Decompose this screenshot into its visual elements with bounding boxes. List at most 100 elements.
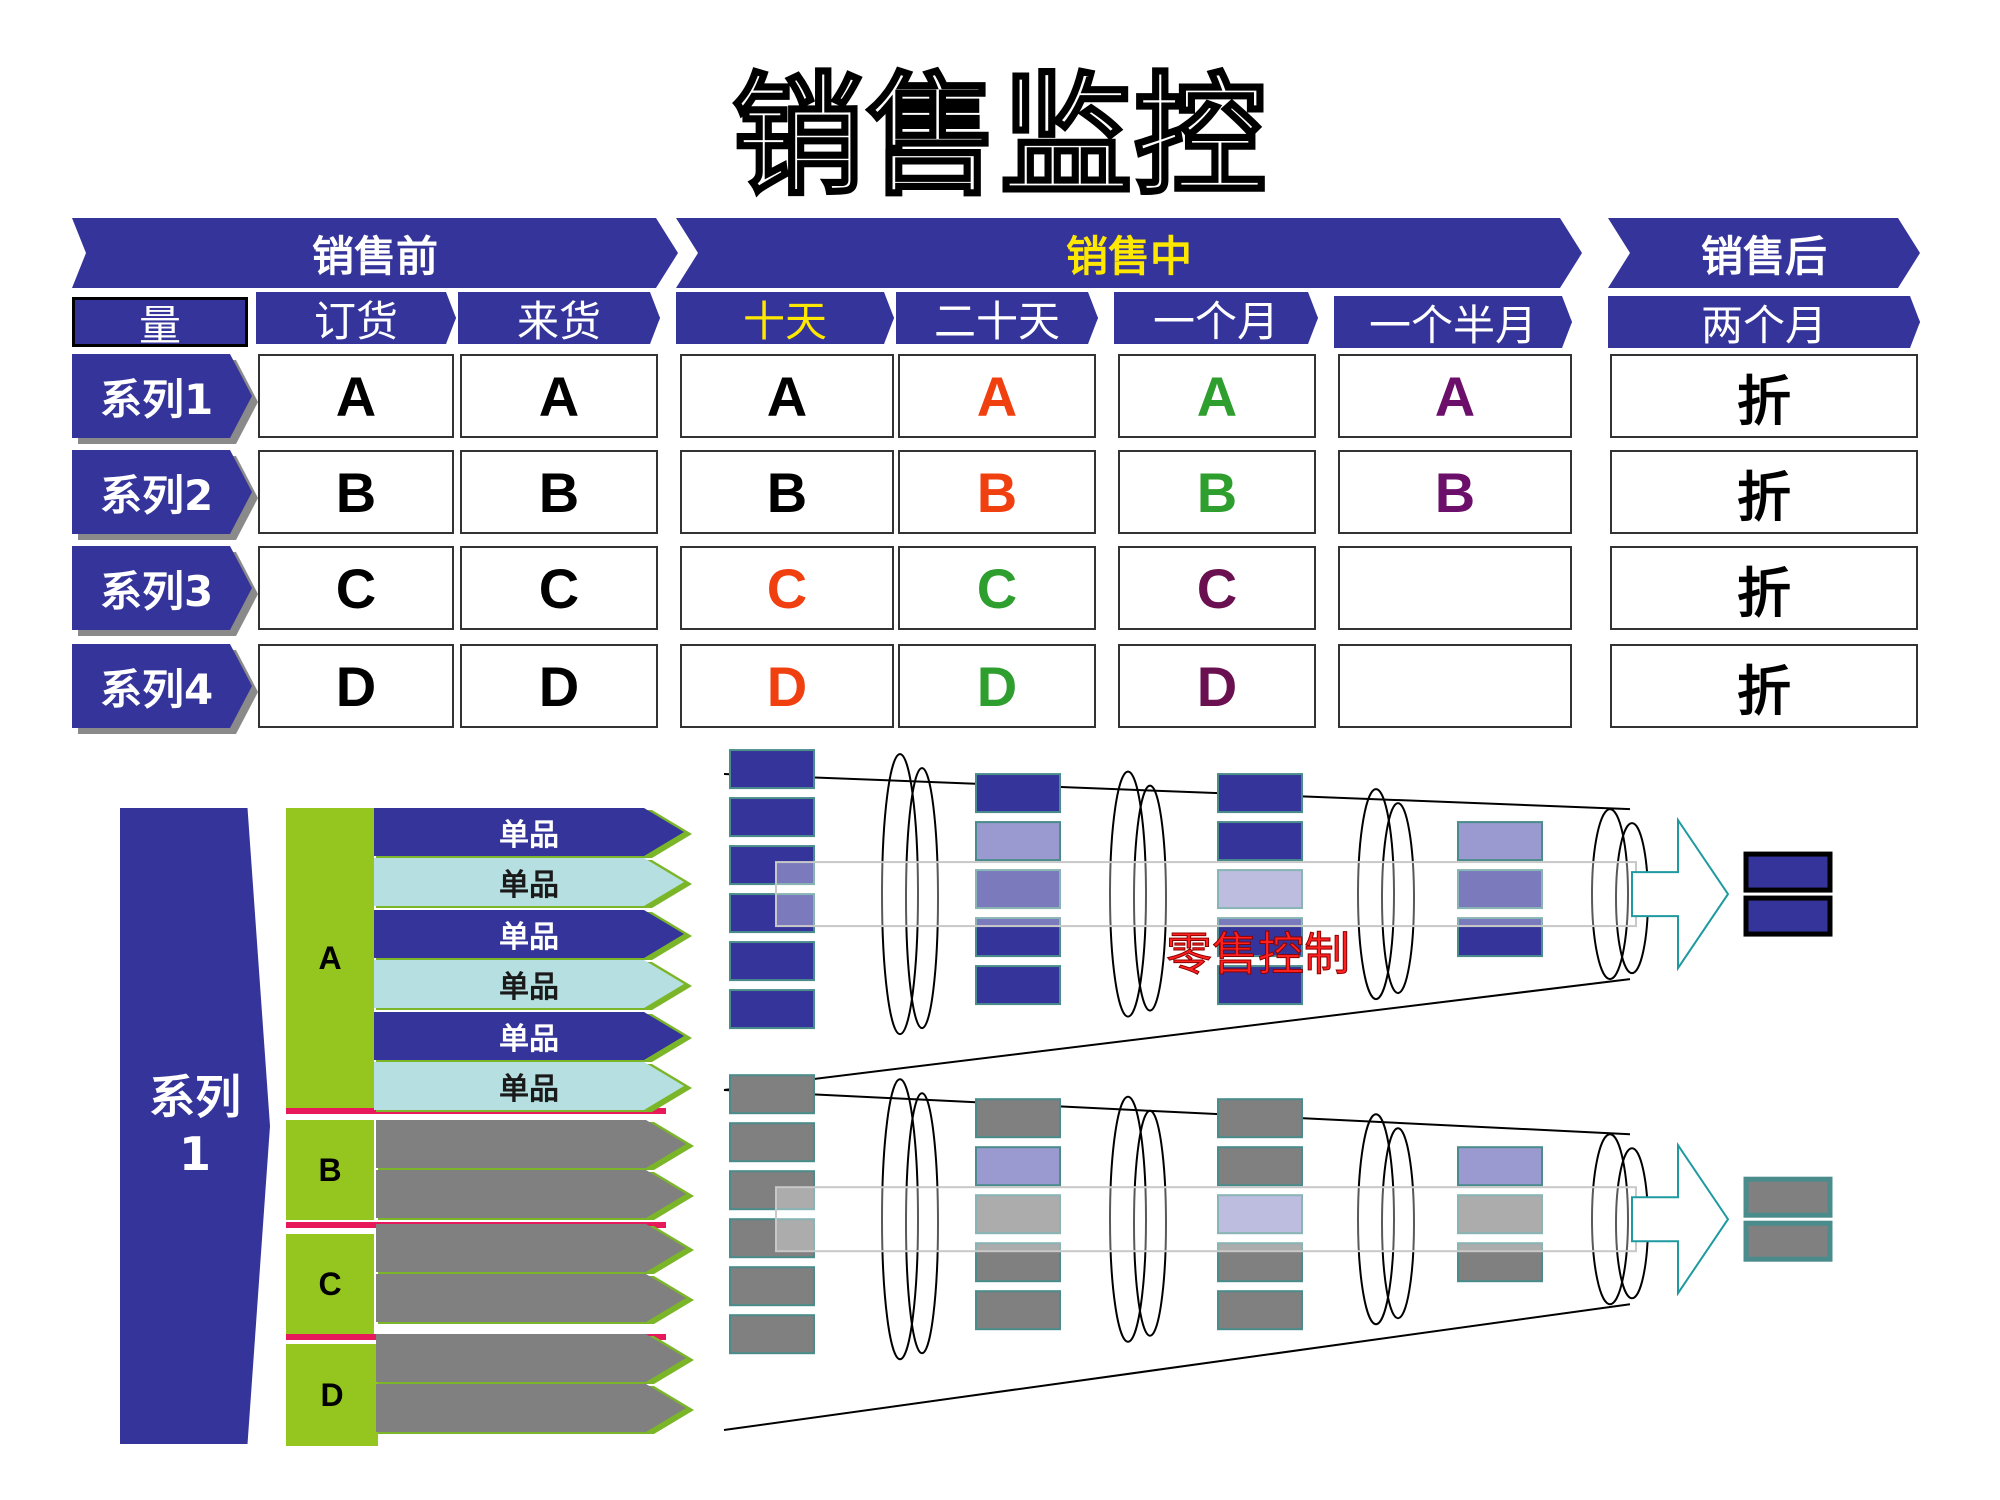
grid-cell-value: C (976, 556, 1018, 620)
flow-pipe (775, 1186, 1637, 1253)
grid-cell-value: A (766, 364, 808, 428)
grid-cell: C (680, 546, 894, 630)
header-one-half-month: 一个半月 (1334, 296, 1572, 348)
flow-pipe (775, 861, 1637, 928)
phase-post-sale: 销售后 (1608, 218, 1920, 288)
series-block: 系列 1 (120, 808, 270, 1444)
flow-arrow-icon (1631, 1141, 1730, 1297)
grid-cell-value: A (335, 364, 377, 428)
stock-box (975, 1194, 1061, 1235)
header-two-months: 两个月 (1608, 296, 1920, 348)
stock-box (729, 749, 815, 790)
item-bar-inactive (376, 1274, 686, 1322)
stock-box (729, 1266, 815, 1307)
grid-cell (1338, 546, 1572, 630)
result-box (1743, 1176, 1833, 1218)
grid-cell: C (1118, 546, 1316, 630)
grid-cell-value: 折 (1737, 658, 1791, 723)
funnel-ring (1381, 1127, 1415, 1320)
stock-box (1457, 869, 1543, 910)
grid-cell-value: D (335, 654, 377, 718)
grid-cell: B (1338, 450, 1572, 534)
grid-cell-value: B (1434, 460, 1476, 524)
grid-cell-value: D (538, 654, 580, 718)
funnel-ring (881, 1078, 919, 1361)
stock-box (975, 917, 1061, 958)
header-one-month: 一个月 (1114, 292, 1318, 344)
funnel-edge (723, 1303, 1631, 1431)
stock-box (975, 1242, 1061, 1283)
header-quantity: 量 (72, 297, 248, 350)
stock-box (975, 1290, 1061, 1331)
grid-cell: 折 (1610, 450, 1918, 534)
grid-cell-value: A (538, 364, 580, 428)
stock-box (1217, 917, 1303, 958)
grid-cell-value: B (335, 460, 377, 524)
grid-cell: 折 (1610, 354, 1918, 438)
grid-cell-value: B (976, 460, 1018, 524)
item-bar: 单品 (374, 1062, 684, 1110)
row-label-series-1: 系列1 (72, 354, 252, 438)
stock-box (1217, 869, 1303, 910)
result-box (1743, 851, 1833, 893)
funnel-ring (1591, 808, 1629, 981)
funnel-ring (1357, 1113, 1395, 1326)
item-bar: 单品 (374, 858, 684, 906)
grid-cell-value: A (976, 364, 1018, 428)
funnel-ring (1357, 788, 1395, 1001)
item-bar-inactive (376, 1120, 686, 1168)
stock-box (1457, 1194, 1543, 1235)
stock-box (1217, 1194, 1303, 1235)
funnel-ring (1381, 802, 1415, 995)
grid-cell-value: D (976, 654, 1018, 718)
stock-box (1457, 917, 1543, 958)
funnel-ring (905, 1092, 939, 1355)
grid-cell: D (898, 644, 1096, 728)
grid-cell-value: A (1434, 364, 1476, 428)
grid-cell-value: C (335, 556, 377, 620)
grid-cell-value: D (766, 654, 808, 718)
stock-box (729, 1170, 815, 1211)
stock-box (975, 965, 1061, 1006)
flow-arrow-icon (1631, 816, 1730, 972)
grid-cell: B (1118, 450, 1316, 534)
item-bar-inactive (376, 1170, 686, 1218)
item-bar: 单品 (374, 960, 684, 1008)
funnel-ring (1133, 1109, 1167, 1337)
grid-cell: A (1338, 354, 1572, 438)
grid-cell-value: 折 (1737, 464, 1791, 529)
header-ten-days: 十天 (676, 292, 894, 344)
funnel-edge (723, 773, 1631, 811)
stock-box (975, 1146, 1061, 1187)
funnel-label: 零售控制 (1166, 927, 1350, 981)
stock-box (1457, 1242, 1543, 1283)
stock-box (1217, 821, 1303, 862)
stock-box (729, 797, 815, 838)
grid-cell-value: C (1196, 556, 1238, 620)
grid-cell: B (898, 450, 1096, 534)
grid-cell: A (1118, 354, 1316, 438)
funnel-edge (723, 1089, 1631, 1136)
group-c: C (286, 1234, 374, 1334)
stock-box (729, 1122, 815, 1163)
funnel-ring (1133, 784, 1167, 1012)
grid-cell: B (460, 450, 658, 534)
result-box (1743, 895, 1833, 937)
grid-cell: D (460, 644, 658, 728)
grid-cell: C (258, 546, 454, 630)
item-bar: 单品 (374, 1012, 684, 1060)
header-arrival: 来货 (458, 292, 660, 344)
funnel-ring (905, 767, 939, 1030)
stock-box (1217, 1290, 1303, 1331)
grid-cell: B (258, 450, 454, 534)
item-bar-inactive (376, 1384, 686, 1432)
funnel-ring (1109, 770, 1147, 1018)
stock-box (1457, 821, 1543, 862)
stock-box (975, 869, 1061, 910)
stock-box (975, 773, 1061, 814)
page-title: 销售监控 (731, 58, 1268, 216)
grid-cell: A (258, 354, 454, 438)
grid-cell-value: C (538, 556, 580, 620)
stock-box (729, 1074, 815, 1115)
